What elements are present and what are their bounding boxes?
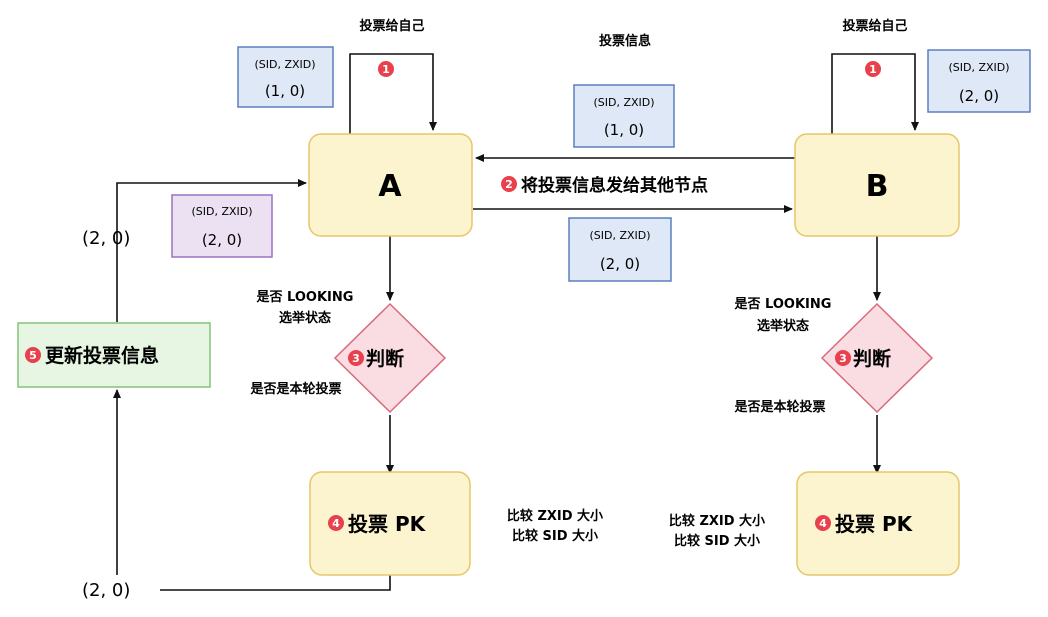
vote-box-b-to-a-value: (1, 0)	[604, 121, 644, 139]
vote-box-a-self-value: (1, 0)	[265, 82, 305, 100]
round-a-label: 是否是本轮投票	[249, 381, 341, 397]
self-vote-loop-b	[831, 53, 919, 135]
pk-box-b: 4 投票 PK	[796, 471, 960, 576]
vote-box-a-to-b-header: (SID, ZXID)	[589, 229, 650, 242]
node-a-label: A	[378, 169, 402, 204]
arrow-update-to-a	[116, 179, 307, 322]
badge-5-num: 5	[29, 349, 37, 362]
pk-a-label: 投票 PK	[348, 512, 427, 536]
pk-b-label: 投票 PK	[835, 512, 914, 536]
badge-3-b-num: 3	[839, 352, 847, 365]
looking-a-line1: 是否 LOOKING	[256, 290, 354, 305]
vote-box-a-self-header: (SID, ZXID)	[254, 58, 315, 71]
badge-3-b	[835, 350, 851, 366]
badge-4-a-num: 4	[332, 517, 340, 530]
badge-2	[501, 176, 517, 192]
vote-box-a-self: (SID, ZXID) (1, 0)	[237, 46, 334, 108]
judge-a-label: 判断	[366, 347, 404, 370]
compare-a-line2: 比较 SID 大小	[512, 528, 598, 544]
vote-box-a-updated-value: (2, 0)	[202, 231, 242, 249]
update-label: 更新投票信息	[45, 344, 159, 367]
compare-b-line1: 比较 ZXID 大小	[669, 513, 765, 529]
vote-box-a-updated: (SID, ZXID) (2, 0)	[171, 194, 273, 258]
badge-1-b-num: 1	[869, 63, 877, 76]
looking-b-line2: 选举状态	[757, 318, 809, 334]
looking-a-line2: 选举状态	[279, 310, 331, 326]
badge-3-a	[348, 350, 364, 366]
send-label: 将投票信息发给其他节点	[521, 175, 708, 196]
self-vote-a-label: 投票给自己	[359, 18, 424, 34]
result-bottom-label: (2, 0)	[82, 580, 130, 601]
judge-b-label: 判断	[853, 347, 891, 370]
badge-4-b	[815, 515, 831, 531]
node-b-label: B	[866, 169, 889, 204]
vote-box-a-updated-header: (SID, ZXID)	[191, 205, 252, 218]
badge-3-a-num: 3	[352, 352, 360, 365]
send-label-group: 2 将投票信息发给其他节点	[501, 175, 708, 196]
badge-1-b: 1	[865, 61, 881, 77]
self-vote-loop-a	[349, 53, 437, 135]
self-vote-b-label: 投票给自己	[842, 18, 907, 34]
vote-info-label: 投票信息	[599, 33, 651, 49]
node-b: B	[794, 133, 960, 237]
badge-1-a-num: 1	[382, 63, 390, 76]
judge-diamond-b: 3 判断	[820, 302, 934, 414]
vote-box-a-to-b: (SID, ZXID) (2, 0)	[568, 217, 672, 282]
badge-4-a	[328, 515, 344, 531]
vote-box-a-to-b-value: (2, 0)	[600, 255, 640, 273]
connectors	[113, 53, 919, 591]
vote-box-b-to-a-header: (SID, ZXID)	[593, 96, 654, 109]
badge-1-a: 1	[378, 61, 394, 77]
vote-box-b-self: (SID, ZXID) (2, 0)	[927, 49, 1031, 113]
node-a: A	[308, 133, 473, 237]
badge-4-b-num: 4	[819, 517, 827, 530]
round-b-label: 是否是本轮投票	[733, 399, 825, 415]
judge-diamond-a: 3 判断	[333, 302, 447, 414]
vote-box-b-to-a: (SID, ZXID) (1, 0)	[573, 84, 675, 148]
vote-box-b-self-value: (2, 0)	[959, 87, 999, 105]
vote-box-b-self-header: (SID, ZXID)	[948, 61, 1009, 74]
update-box: 5 更新投票信息	[17, 322, 211, 388]
pk-box-a: 4 投票 PK	[309, 471, 471, 576]
result-left-label: (2, 0)	[82, 228, 130, 249]
compare-a-line1: 比较 ZXID 大小	[507, 508, 603, 524]
compare-b-line2: 比较 SID 大小	[674, 533, 760, 549]
badge-2-num: 2	[505, 178, 513, 191]
looking-b-line1: 是否 LOOKING	[734, 297, 832, 312]
line-pk-a-to-result	[160, 575, 391, 591]
badge-5	[25, 347, 41, 363]
